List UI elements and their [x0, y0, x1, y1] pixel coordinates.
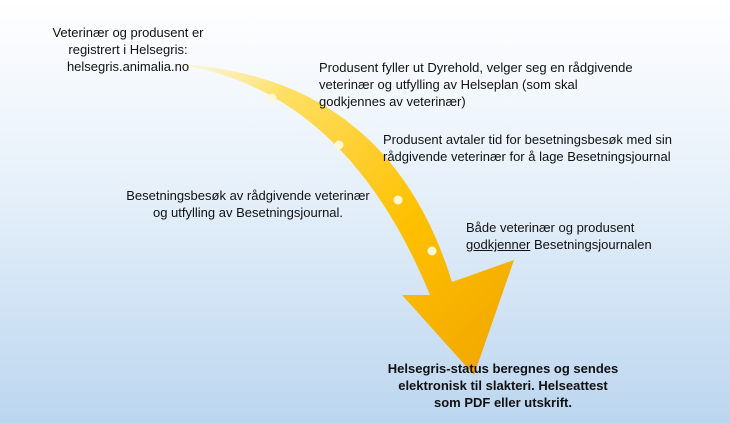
- step-herd-visit: Besetningsbesøk av rådgivende veterinær …: [126, 188, 370, 220]
- approve-word: godkjenner: [466, 237, 531, 252]
- step-appointment: Produsent avtaler tid for besetningsbesø…: [383, 132, 673, 164]
- step-dot-2: [334, 140, 344, 150]
- step-helseplan: Produsent fyller ut Dyrehold, velger seg…: [319, 60, 633, 109]
- curved-process-arrow: [175, 64, 514, 375]
- step-dot-3: [393, 195, 403, 205]
- step-dot-1: [267, 93, 277, 103]
- step-dot-4: [427, 246, 437, 256]
- step-registration: Veterinær og produsent er registrert i H…: [52, 25, 204, 74]
- step-approval: Både veterinær og produsent godkjenner B…: [466, 220, 652, 252]
- step-status-result: Helsegris-status beregnes og sendes elek…: [387, 361, 619, 410]
